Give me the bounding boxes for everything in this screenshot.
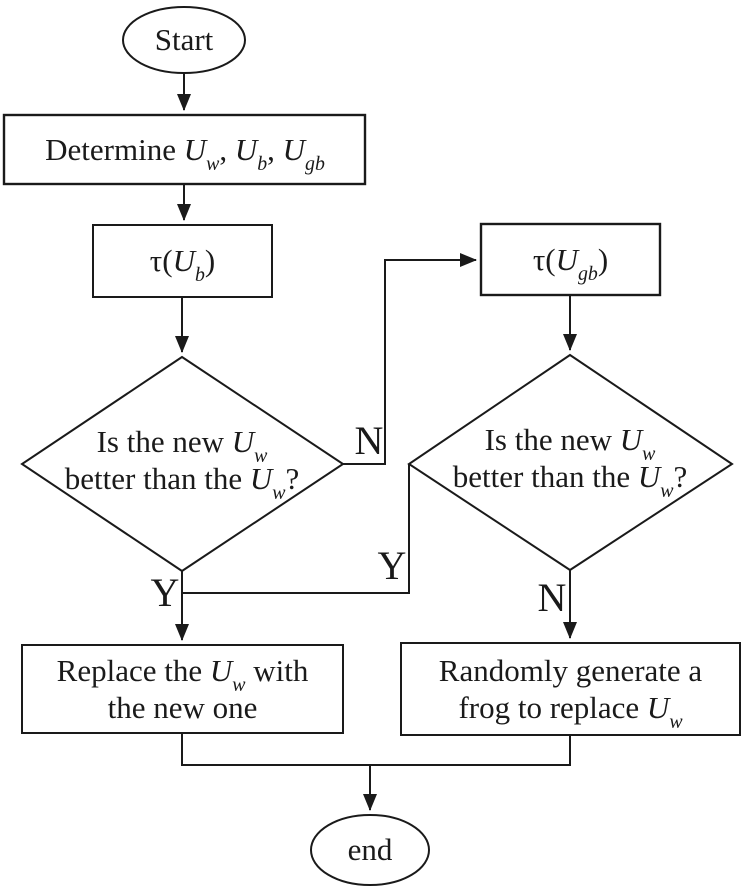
random-line-1: Randomly generate a (438, 653, 703, 688)
decision-right-line-2: better than the Uw? (452, 459, 688, 503)
replace-line-1: Replace the Uw with (56, 653, 309, 697)
determine-shape (2, 113, 367, 186)
decision-left-shape (20, 355, 345, 573)
decision-left-line-2: better than the Uw? (64, 461, 300, 505)
tau-ugb-node-label: τ(Ugb) (532, 242, 609, 286)
replace-shape (21, 644, 344, 734)
branch-label-left-no: N (354, 418, 384, 463)
determine-node-label: Determine Uw, Ub, Ugb (45, 132, 325, 176)
branch-label-left-yes: Y (150, 570, 180, 615)
tau-ugb-shape (479, 222, 662, 297)
random-shape (400, 642, 741, 736)
edge-decision-left-no-taugb (343, 253, 477, 465)
end-shape (310, 814, 430, 886)
decision-right-shape (407, 353, 734, 572)
decision-left-line-1: Is the new Uw (96, 424, 268, 468)
decision-right-label: Is the new Uw better than the Uw? (430, 421, 710, 503)
edge-decision-right-yes-merge (183, 464, 410, 594)
start-shape (122, 6, 246, 74)
start-node-label: Start (154, 22, 214, 57)
replace-line-2: the new one (107, 690, 258, 725)
replace-node-label: Replace the Uw with the new one (22, 652, 343, 726)
decision-right-line-1: Is the new Uw (484, 422, 656, 466)
end-node-label: end (347, 832, 393, 867)
edge-collector (181, 733, 571, 766)
random-node-label: Randomly generate a frog to replace Uw (401, 652, 740, 734)
tau-ub-shape (92, 224, 273, 298)
decision-left-label: Is the new Uw better than the Uw? (42, 423, 322, 505)
random-line-2: frog to replace Uw (458, 690, 683, 734)
tau-ub-node-label: τ(Ub) (149, 243, 216, 287)
branch-label-right-yes: Y (377, 543, 407, 588)
branch-label-right-no: N (537, 575, 567, 620)
